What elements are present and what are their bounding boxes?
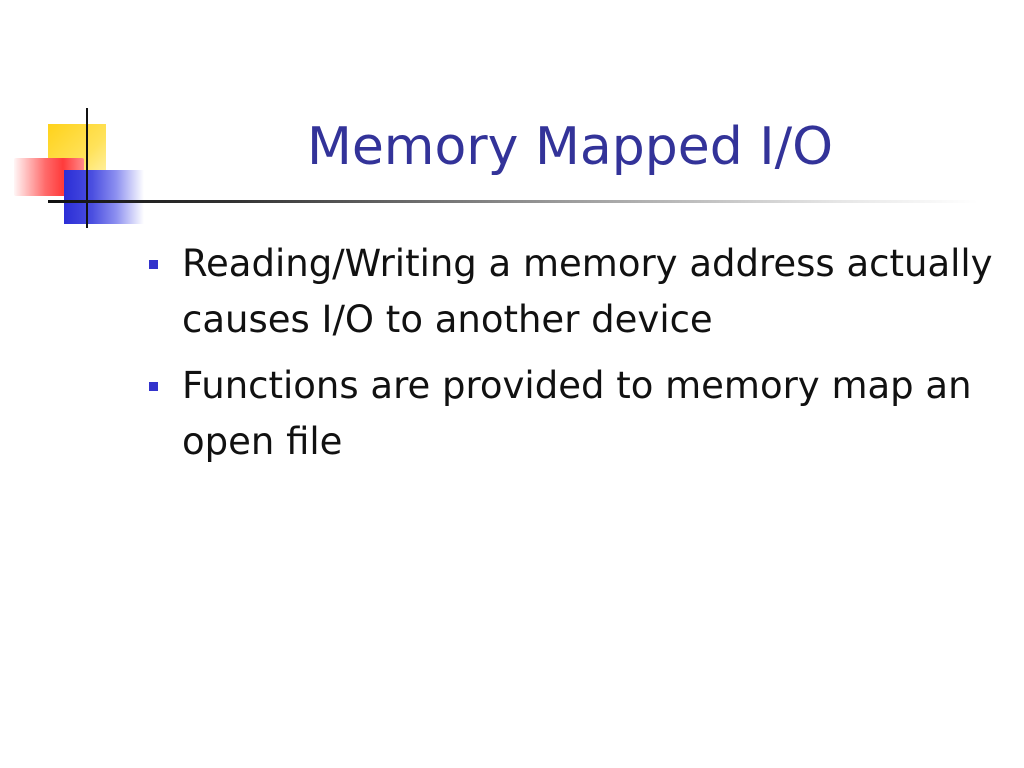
bullet-text: Reading/Writing a memory address actuall… (182, 242, 993, 341)
square-bullet-icon (149, 382, 158, 391)
bullet-item: Functions are provided to memory map an … (140, 358, 1000, 470)
title-underline-rule (48, 200, 978, 203)
blue-square-shape (64, 170, 144, 224)
slide-title: Memory Mapped I/O (306, 117, 834, 177)
bullet-item: Reading/Writing a memory address actuall… (140, 236, 1000, 348)
square-bullet-icon (149, 260, 158, 269)
bullet-list: Reading/Writing a memory address actuall… (140, 236, 1000, 480)
vertical-rule-line (86, 108, 88, 228)
bullet-text: Functions are provided to memory map an … (182, 364, 972, 463)
decorative-logo (0, 0, 160, 240)
